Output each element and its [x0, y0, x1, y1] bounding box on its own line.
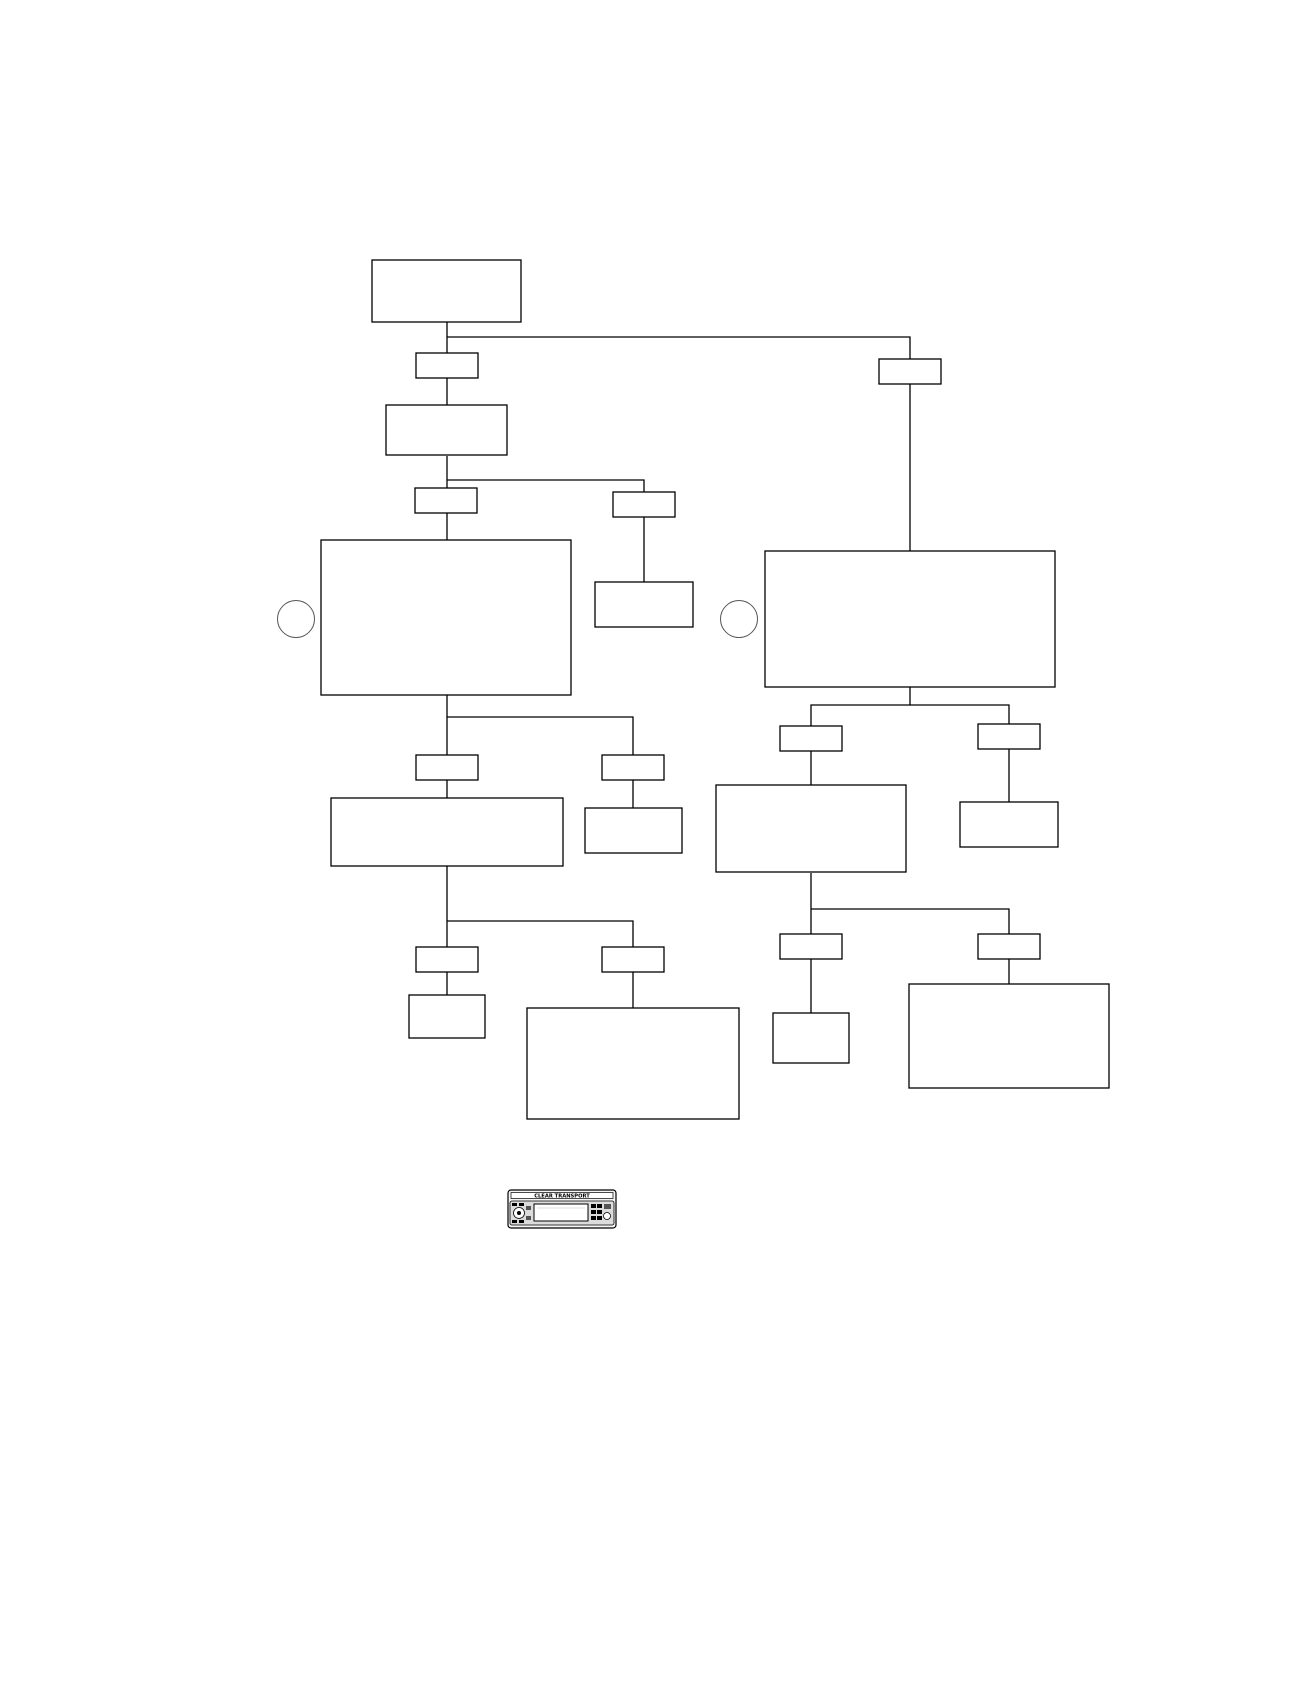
- edge-label-left1-down: [414, 487, 478, 514]
- node-right-leaf-large: [908, 983, 1110, 1089]
- connector-lines: [446, 321, 1010, 1013]
- flowchart-edge-labels: [414, 352, 1041, 973]
- connector-root-to-right: [447, 336, 911, 551]
- node-left-level3: [330, 797, 564, 867]
- node-left-leaf-small: [408, 994, 486, 1039]
- edge-label-root-left: [415, 352, 479, 379]
- node-right-leaf-small: [772, 1012, 850, 1064]
- edge-label-right1-side: [977, 723, 1041, 750]
- edge-label-left1-side: [612, 491, 676, 518]
- node-right-level1: [764, 550, 1056, 688]
- edge-label-right1-down: [779, 725, 843, 752]
- marker-circle-right: [720, 600, 758, 638]
- node-left-branch-a: [594, 581, 694, 628]
- flowchart-markers: [277, 600, 758, 638]
- edge-label-left3-down: [415, 946, 479, 973]
- connector-right1-to-branch-a: [910, 704, 1010, 802]
- node-right-level2: [715, 784, 907, 873]
- car-stereo-faceplate-icon: CLEAR TRANSPORT: [507, 1189, 617, 1229]
- node-right-branch-a: [959, 801, 1059, 848]
- edge-label-left2-down: [415, 754, 479, 781]
- node-left-level2: [320, 539, 572, 696]
- node-root: [371, 259, 522, 323]
- connector-left1-to-branch-a: [447, 479, 645, 582]
- node-left-level1: [385, 404, 508, 456]
- edge-label-left2-side: [601, 754, 665, 781]
- edge-label-right2-down: [779, 933, 843, 960]
- edge-label-root-right: [878, 358, 942, 385]
- connector-left3-to-leaf-large: [447, 920, 634, 1008]
- faceplate-brand-text: CLEAR TRANSPORT: [534, 1194, 590, 1200]
- flowchart-nodes: [320, 259, 1110, 1120]
- edge-label-right2-side: [977, 933, 1041, 960]
- node-left-branch-b: [584, 807, 683, 854]
- marker-circle-left: [277, 600, 315, 638]
- node-left-leaf-large: [526, 1007, 740, 1120]
- edge-label-left3-side: [601, 946, 665, 973]
